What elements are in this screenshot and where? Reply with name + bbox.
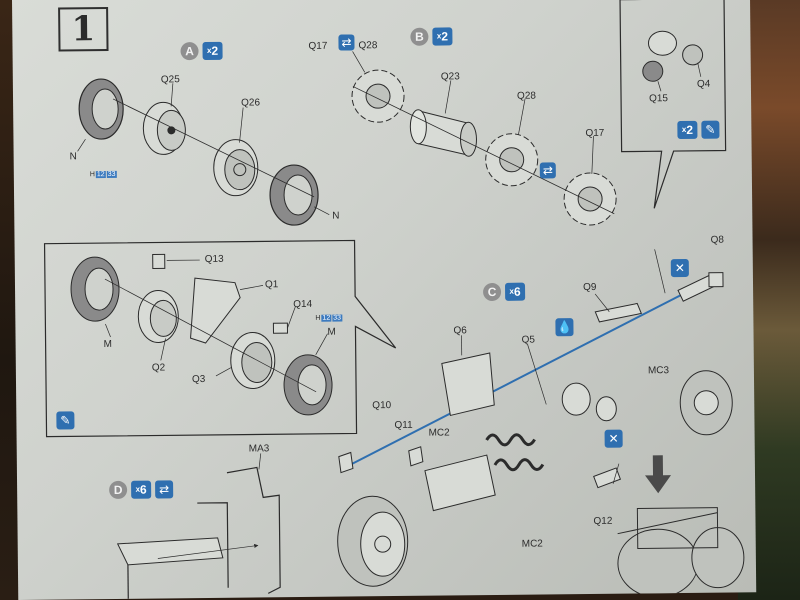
step-number: 1 [58, 6, 109, 52]
part-label-mc2-bottom: MC2 [521, 538, 543, 550]
part-label-q26: Q26 [241, 97, 261, 109]
part-label-q13: Q13 [204, 253, 224, 265]
subassembly-c-qty: 6 [513, 284, 521, 299]
part-label-q2: Q2 [151, 362, 166, 374]
assembly-b-drawing [351, 51, 617, 226]
callout-qty: 2 [686, 122, 694, 137]
part-label-ma3: MA3 [248, 443, 270, 455]
symmetry-icon: ⇄ [338, 34, 355, 51]
paint-brush-icon: ✎ [701, 120, 720, 139]
part-label-q4: Q4 [696, 78, 711, 90]
down-arrow-icon [645, 455, 672, 494]
part-label-q25: Q25 [160, 74, 180, 86]
part-label-mc3: MC3 [647, 365, 670, 377]
callout-top-right [619, 0, 727, 209]
subassembly-b-letter: B [410, 27, 429, 46]
part-label-q12: Q12 [593, 515, 613, 527]
subassembly-a-letter: A [180, 42, 199, 61]
part-label-q3: Q3 [191, 373, 206, 386]
part-label-q17-mid: Q17 [585, 127, 605, 140]
part-label-q6: Q6 [453, 325, 467, 337]
part-label-n-right: N [332, 210, 340, 222]
part-label-q17-top: Q17 [308, 40, 328, 52]
do-not-glue-icon: ✕ [604, 429, 623, 448]
instruction-sheet: 1 A x2 B x2 C x6 D x6 ⇄ x2 ✎ ⇄ ⇄ ✕ 💧 ✕ ✎… [12, 0, 757, 600]
subassembly-d-letter: D [109, 480, 128, 500]
part-label-q1: Q1 [264, 279, 279, 291]
subassembly-a-qty: 2 [211, 43, 219, 58]
detail-box [43, 239, 397, 438]
part-label-q15: Q15 [649, 93, 669, 105]
paint-brush-icon: ✎ [56, 411, 75, 430]
do-not-glue-icon: ✕ [670, 258, 689, 278]
part-label-q28-mid: Q28 [516, 90, 536, 102]
cement-drop-icon: 💧 [555, 318, 574, 337]
symmetry-icon: ⇄ [155, 480, 174, 499]
subassembly-c-letter: C [482, 282, 502, 302]
subassembly-b-qty-badge: x2 [432, 27, 453, 46]
subassembly-c-qty-badge: x6 [504, 282, 526, 301]
part-label-mc2-left: MC2 [428, 427, 450, 439]
part-label-q28-top: Q28 [358, 40, 378, 52]
part-label-q23: Q23 [440, 71, 460, 83]
line-art [43, 0, 745, 599]
part-label-m-right: M [327, 326, 336, 338]
assembly-a-drawing [77, 78, 330, 226]
subassembly-b-qty: 2 [441, 29, 449, 44]
part-label-q11: Q11 [394, 419, 413, 432]
symmetry-icon: ⇄ [539, 162, 556, 179]
part-label-q9: Q9 [582, 281, 597, 294]
part-label-q10: Q10 [372, 400, 392, 412]
subassembly-d-qty: 6 [139, 482, 147, 497]
subassembly-d-qty-badge: x6 [131, 480, 152, 499]
subassembly-a-qty-badge: x2 [202, 41, 223, 61]
part-label-m-left: M [103, 338, 113, 351]
part-label-n-left: N [69, 151, 77, 163]
assembly-c-drawing [337, 249, 733, 587]
part-label-q8: Q8 [710, 234, 724, 246]
part-label-q5: Q5 [521, 334, 535, 346]
callout-qty-badge: x2 [677, 120, 698, 140]
assembly-d-drawing [116, 453, 281, 599]
part-label-q14: Q14 [293, 298, 313, 311]
